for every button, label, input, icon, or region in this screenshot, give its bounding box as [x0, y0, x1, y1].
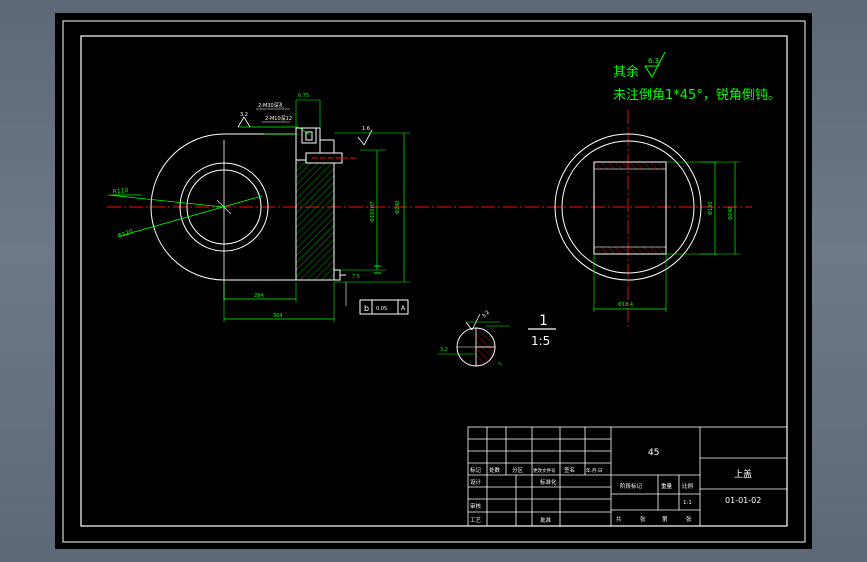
tb-h-count: 处数: [489, 466, 501, 474]
right-hatch-bottom: [593, 246, 667, 255]
detail-view: 3.2 3.2 1: [438, 310, 510, 367]
note-prefix: 其余: [613, 64, 639, 80]
drawing-canvas: R110 Φ120 3.2 2-M30深孔 2-M10深12 6.75 1.6 …: [55, 13, 812, 549]
title-block-text: 45 上盖 01-01-02 标记 处数 分区 更改文件号 签名 年.月.日 设…: [470, 448, 761, 524]
dim-7-5: 7.5: [352, 274, 360, 280]
tb-sheet-page: 张: [686, 515, 692, 523]
note-roughness: 6.3: [648, 57, 659, 65]
tolerance-frame: [359, 299, 409, 315]
leader-m30: 2-M30深孔: [258, 102, 284, 109]
tb-approve: 批准: [540, 516, 552, 524]
tb-material: 45: [648, 448, 659, 458]
tb-review: 审核: [470, 502, 482, 510]
dim-6-75: 6.75: [298, 93, 309, 99]
scale-label: 1 1:5: [528, 313, 556, 348]
tb-h-date: 年.月.日: [586, 467, 602, 474]
dim-d240-right: Φ240: [728, 207, 734, 220]
cad-drawing: R110 Φ120 3.2 2-M30深孔 2-M10深12 6.75 1.6 …: [62, 20, 806, 543]
dim-r110: R110: [112, 187, 129, 196]
tb-h-mark: 标记: [470, 466, 482, 474]
tb-h-file: 更改文件号: [533, 467, 556, 474]
tb-scale: 比例: [682, 482, 694, 490]
right-view: Φ180 Φ240 Φ18.4: [554, 110, 740, 330]
scale-denominator: 1:5: [531, 334, 550, 348]
outer-frame: [62, 20, 806, 543]
tb-weight: 重量: [661, 482, 673, 490]
right-hatch-top: [593, 161, 667, 170]
inner-frame: [80, 35, 788, 527]
tb-process: 工艺: [470, 517, 482, 524]
dim-304: 304: [273, 313, 283, 319]
dim-right-bottom: Φ18.4: [618, 302, 633, 308]
tb-sheet-of: 第: [662, 515, 668, 523]
tb-part-name: 上盖: [734, 468, 752, 480]
dim-d240-left: Φ240: [395, 201, 401, 214]
scale-numerator: 1: [539, 313, 548, 329]
dim-d150h7: Φ150H7: [370, 202, 376, 222]
detail-dim-3-2: 3.2: [440, 347, 448, 353]
dim-d180: Φ180: [708, 202, 714, 215]
tb-scale-value: 1:1: [683, 500, 692, 506]
title-block: [467, 426, 788, 527]
dim-284: 284: [254, 293, 264, 299]
tolerance-datum: A: [401, 305, 406, 312]
tb-stage: 阶段标记: [620, 482, 643, 490]
tb-drawing-no: 01-01-02: [725, 496, 761, 505]
tolerance-symbol: b: [364, 304, 369, 313]
roughness-3-2-left: 3.2: [240, 112, 248, 118]
detail-dim-small: 1: [497, 361, 503, 367]
tb-standard: 标准化: [540, 478, 557, 486]
tb-h-zone: 分区: [512, 466, 524, 474]
left-view: R110 Φ120 3.2 2-M30深孔 2-M10深12 6.75 1.6 …: [107, 93, 410, 322]
leader-m10: 2-M10深12: [265, 115, 292, 122]
tb-h-sign: 签名: [564, 466, 575, 474]
note-chamfer: 未注倒角1*45°，锐角倒钝。: [613, 88, 781, 103]
section-hatch: [295, 159, 335, 281]
tb-sheet-total: 共: [616, 515, 622, 523]
tolerance-value: 0.05: [376, 306, 387, 312]
roughness-1-6: 1.6: [362, 126, 370, 132]
detail-roughness: 3.2: [481, 310, 491, 320]
technical-notes: 其余 6.3 未注倒角1*45°，锐角倒钝。: [613, 51, 781, 103]
tb-design: 设计: [470, 478, 482, 486]
tb-sheet-num: 张: [640, 515, 646, 523]
dim-d120: Φ120: [116, 228, 134, 240]
